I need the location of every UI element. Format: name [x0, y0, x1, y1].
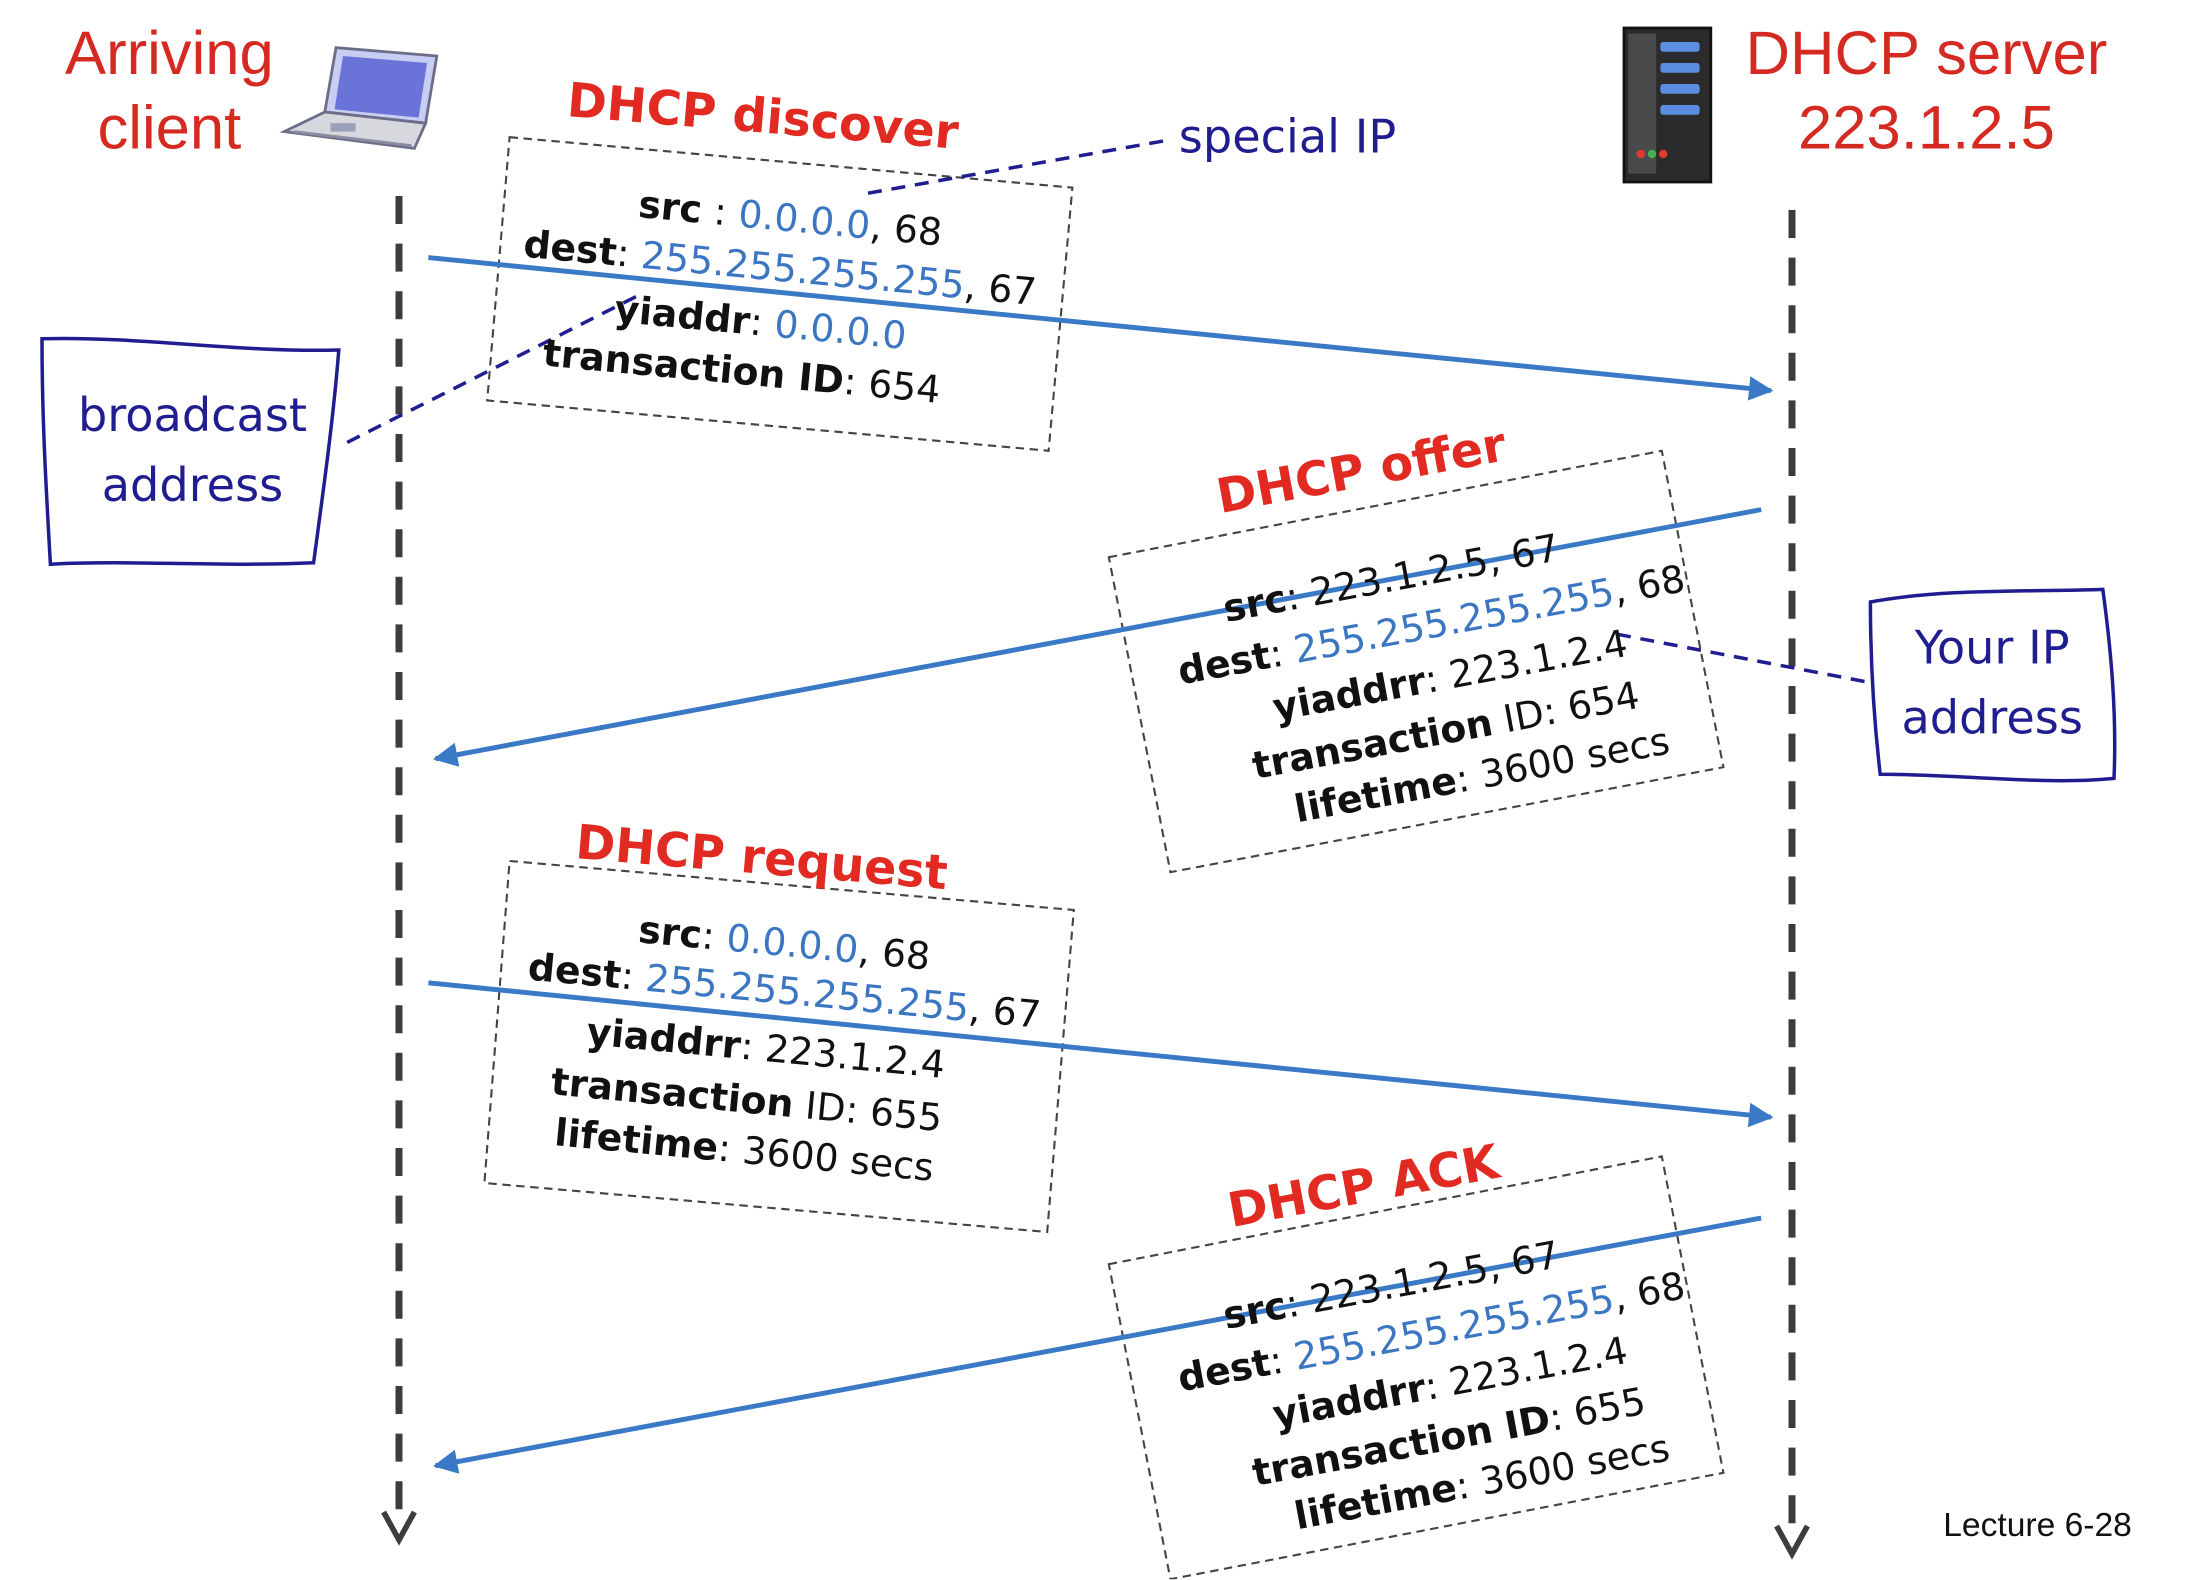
- request-box: [483, 859, 1075, 1234]
- ack-tid-value: : 655: [1545, 1380, 1650, 1441]
- request-yiaddr-label: yiaddrr: [584, 1010, 743, 1069]
- ack-dest-port: , 68: [1609, 1264, 1689, 1321]
- client-label-line1: Arriving: [64, 19, 274, 89]
- request-fields: src: 0.0.0.0, 68 dest: 255.255.255.255, …: [479, 896, 1064, 1241]
- discover-fields: src : 0.0.0.0, 68 dest: 255.255.255.255,…: [482, 171, 1065, 489]
- your-ip-connector: [1616, 632, 1867, 684]
- request-src-port: , 68: [856, 929, 933, 980]
- offer-box: [1107, 449, 1725, 874]
- request-tid-value: ID: 655: [791, 1083, 945, 1141]
- discover-src-label: src: [636, 183, 704, 233]
- request-dest-label: dest: [526, 946, 624, 999]
- your-ip-note: Your IP address: [1876, 613, 2108, 753]
- broadcast-note-line2: address: [101, 457, 284, 513]
- server-timeline-arrowhead: [1774, 1524, 1810, 1560]
- server-label: DHCP server 223.1.2.5: [1730, 17, 2122, 165]
- discover-dest-port: , 67: [962, 264, 1039, 315]
- discover-dest-label: dest: [521, 223, 619, 276]
- request-src-label: src: [636, 908, 704, 958]
- server-icon: [1622, 26, 1713, 184]
- discover-tid-value: : 654: [841, 360, 943, 413]
- your-ip-note-line2: address: [1901, 690, 2083, 745]
- discover-src-port: , 68: [868, 205, 944, 256]
- broadcast-note-frame: [40, 336, 341, 567]
- discover-box: [486, 136, 1074, 452]
- request-lifetime-label: lifetime: [552, 1111, 721, 1171]
- request-yiaddr-value: : 223.1.2.4: [738, 1025, 947, 1088]
- client-label-line2-text: client: [97, 93, 242, 163]
- client-timeline-arrowhead: [381, 1510, 417, 1546]
- request-arrow: [428, 980, 1774, 1128]
- ack-arrow: [432, 1215, 1762, 1474]
- ack-dest-label: dest: [1174, 1341, 1275, 1402]
- discover-arrow: [428, 255, 1774, 401]
- laptop-icon: [279, 46, 439, 150]
- request-dest-port: , 67: [966, 987, 1043, 1038]
- offer-arrow: [432, 507, 1762, 767]
- slide-footer: Lecture 6-28: [1943, 1506, 2132, 1545]
- discover-yiaddr-value: 0.0.0.0: [772, 303, 909, 359]
- server-label-line2: 223.1.2.5: [1797, 93, 2055, 163]
- your-ip-note-line1: Your IP: [1914, 620, 2070, 675]
- offer-dest-label: dest: [1174, 634, 1275, 695]
- special-ip-note: special IP: [1178, 109, 1397, 164]
- broadcast-note-line1: broadcast: [77, 387, 308, 443]
- client-label: Arriving client: [56, 17, 283, 165]
- server-label-line1: DHCP server: [1745, 19, 2108, 89]
- special-ip-connector: [867, 138, 1170, 195]
- your-ip-note-frame: [1868, 587, 2117, 783]
- discover-yiaddr-label: yiaddr: [612, 288, 752, 345]
- discover-src-sep: :: [699, 189, 741, 237]
- ack-box: [1107, 1155, 1725, 1580]
- broadcast-connector: [346, 292, 642, 444]
- offer-dest-port: , 68: [1609, 557, 1689, 614]
- broadcast-note: broadcast address: [56, 381, 329, 521]
